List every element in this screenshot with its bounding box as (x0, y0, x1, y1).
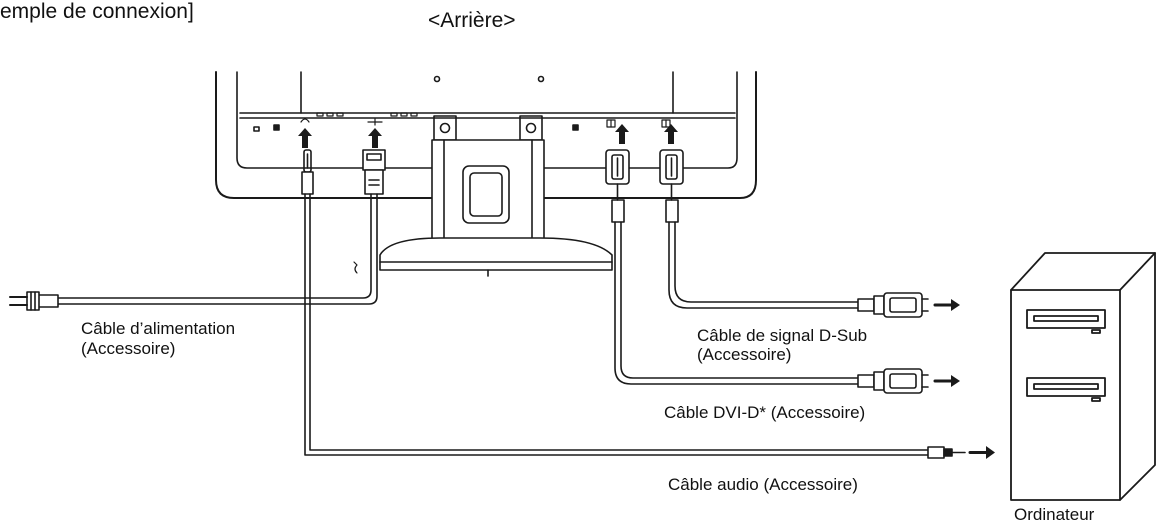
port-arrows (298, 124, 678, 148)
power-plug-icon (367, 118, 383, 126)
power-connector (362, 149, 386, 195)
computer-tower (1010, 252, 1156, 501)
dvi-cable (614, 221, 960, 394)
dsub-cable (668, 221, 960, 318)
stand-bracket-right (519, 115, 543, 141)
dsub-cable-sublabel: (Accessoire) (697, 345, 792, 364)
view-title: <Arrière> (428, 9, 516, 32)
power-cable-sublabel: (Accessoire) (81, 339, 176, 358)
kensington-slot (253, 126, 260, 132)
lock-icon (273, 124, 280, 131)
dvi-port-icon (606, 119, 616, 128)
stand-bracket-left (433, 115, 457, 141)
dsub-connector (659, 149, 684, 223)
dsub-cable-label: Câble de signal D-Sub (697, 326, 868, 345)
section-title: emple de connexion] (0, 0, 194, 23)
dvi-cable-label: Câble DVI-D* (Accessoire) (664, 403, 866, 422)
audio-cable (304, 193, 995, 459)
port-icons (300, 118, 671, 128)
lock-icon-right (572, 124, 579, 131)
power-cable (9, 193, 378, 311)
dvi-connector (605, 149, 630, 223)
headphone-icon (300, 118, 310, 123)
audio-cable-label: Câble audio (Accessoire) (668, 475, 858, 494)
computer-label: Ordinateur (1014, 505, 1095, 524)
power-cable-label: Câble d’alimentation (81, 319, 236, 338)
monitor-stand (353, 139, 613, 277)
audio-connector (301, 149, 314, 195)
dsub-port-icon (661, 119, 671, 128)
